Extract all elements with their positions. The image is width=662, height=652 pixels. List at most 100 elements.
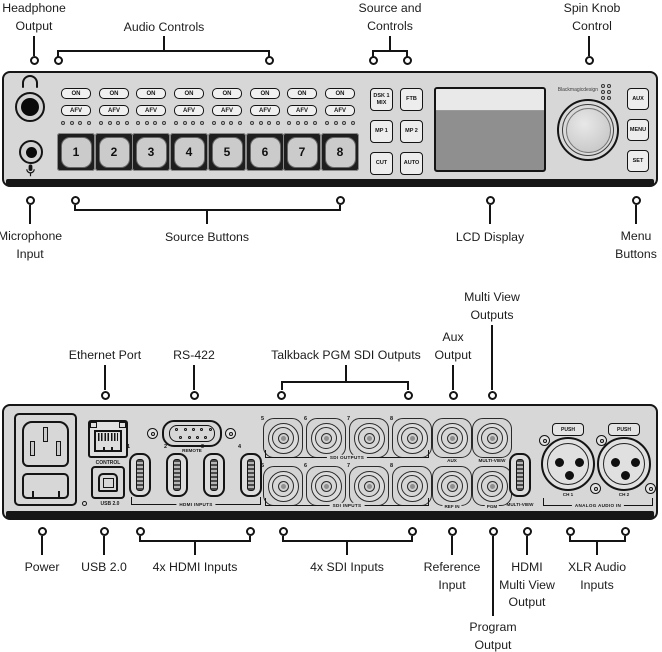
screw	[225, 428, 236, 439]
callout-line	[411, 536, 413, 542]
callout-line	[194, 542, 196, 555]
screw	[645, 483, 656, 494]
callout-line	[163, 36, 165, 50]
decorative-shape	[21, 98, 39, 116]
source-button: 7	[283, 133, 321, 171]
audio-level-leds	[174, 121, 204, 125]
on-button: ON	[325, 88, 355, 99]
decorative-shape	[28, 164, 33, 171]
decorative-shape	[441, 427, 463, 449]
callout-line	[75, 209, 341, 211]
callout-line	[57, 50, 59, 58]
callout-dot	[489, 527, 498, 536]
decorative-shape	[136, 121, 140, 125]
decorative-shape: 6	[304, 463, 308, 469]
callout-line	[33, 36, 35, 56]
usb-port	[91, 466, 125, 499]
callout-dot	[277, 391, 286, 400]
callout-dot	[486, 196, 495, 205]
remote-label: REMOTE	[182, 448, 202, 453]
callout-line	[372, 50, 408, 52]
audio-level-leds	[212, 121, 242, 125]
afv-button: AFV	[99, 105, 129, 116]
decorative-shape	[124, 121, 129, 125]
decorative-shape	[486, 480, 498, 492]
callout-dot	[403, 56, 412, 65]
callout-dot	[265, 56, 274, 65]
callout-dot	[136, 527, 145, 536]
audio-level-leds	[325, 121, 355, 125]
decorative-shape: 3	[201, 444, 205, 450]
callout-line	[339, 205, 341, 211]
callout-line	[193, 365, 195, 390]
decorative-shape: 8	[324, 136, 356, 168]
callout-ethernet-port: Ethernet Port	[68, 348, 142, 362]
callout-line	[491, 325, 493, 390]
decorative-shape	[575, 458, 584, 467]
callout-dot	[54, 56, 63, 65]
screw	[596, 435, 607, 446]
decorative-shape	[86, 121, 91, 125]
callout-dot	[523, 527, 532, 536]
audio-level-leds	[99, 121, 129, 125]
callout-line	[345, 365, 347, 383]
decorative-shape	[228, 431, 233, 436]
callout-line	[635, 205, 637, 224]
decorative-shape	[26, 169, 35, 177]
callout-dot	[632, 196, 641, 205]
decorative-shape	[267, 121, 272, 125]
decorative-shape: 1	[60, 136, 92, 168]
pgm-label: PGM	[484, 504, 500, 509]
decorative-shape	[161, 121, 166, 125]
decorative-shape	[396, 422, 428, 454]
aux-button: AUX	[627, 88, 649, 110]
decorative-shape: 2	[164, 444, 168, 450]
callout-line	[58, 491, 60, 498]
callout-dot	[38, 527, 47, 536]
decorative-shape	[78, 121, 83, 125]
callout-dot	[336, 196, 345, 205]
usb-led	[82, 501, 87, 506]
decorative-shape	[312, 121, 317, 125]
control-label: CONTROL	[95, 460, 121, 466]
decorative-shape	[182, 121, 187, 125]
callout-line	[406, 50, 408, 58]
ref-in-label: REF IN	[442, 504, 462, 509]
decorative-shape	[179, 436, 182, 439]
decorative-shape	[237, 121, 242, 125]
decorative-shape	[22, 75, 38, 88]
decorative-shape	[150, 431, 155, 436]
decorative-shape: ANALOG AUDIO IN	[571, 502, 625, 508]
callout-dot	[190, 391, 199, 400]
source-button: 6	[246, 133, 284, 171]
callout-line	[268, 50, 270, 58]
decorative-shape	[601, 96, 605, 100]
callout-power: Power	[24, 560, 60, 574]
decorative-shape	[565, 107, 611, 153]
xlr-push-latch: PUSH	[608, 423, 640, 436]
decorative-shape	[192, 428, 195, 431]
decorative-shape: 7	[347, 416, 351, 422]
decorative-shape	[409, 435, 415, 441]
callout-dot	[30, 56, 39, 65]
source-button: 3	[132, 133, 170, 171]
screw	[539, 435, 550, 446]
decorative-shape	[220, 121, 225, 125]
afv-button: AFV	[61, 105, 91, 116]
decorative-shape	[267, 470, 299, 502]
decorative-shape	[406, 432, 418, 444]
decorative-shape	[280, 435, 286, 441]
decorative-shape	[90, 422, 97, 428]
mp2-button: MP 2	[400, 120, 423, 143]
decorative-shape	[184, 428, 187, 431]
callout-line	[74, 205, 76, 211]
callout-dot	[448, 527, 457, 536]
auto-button: AUTO	[400, 152, 423, 175]
callout-line	[281, 383, 283, 390]
decorative-shape	[229, 121, 234, 125]
decorative-shape	[446, 480, 458, 492]
xlr-push-latch: PUSH	[552, 423, 584, 436]
headphone-icon	[22, 75, 38, 88]
callout-aux-output: Aux Output	[434, 330, 472, 362]
source-button: 4	[170, 133, 208, 171]
